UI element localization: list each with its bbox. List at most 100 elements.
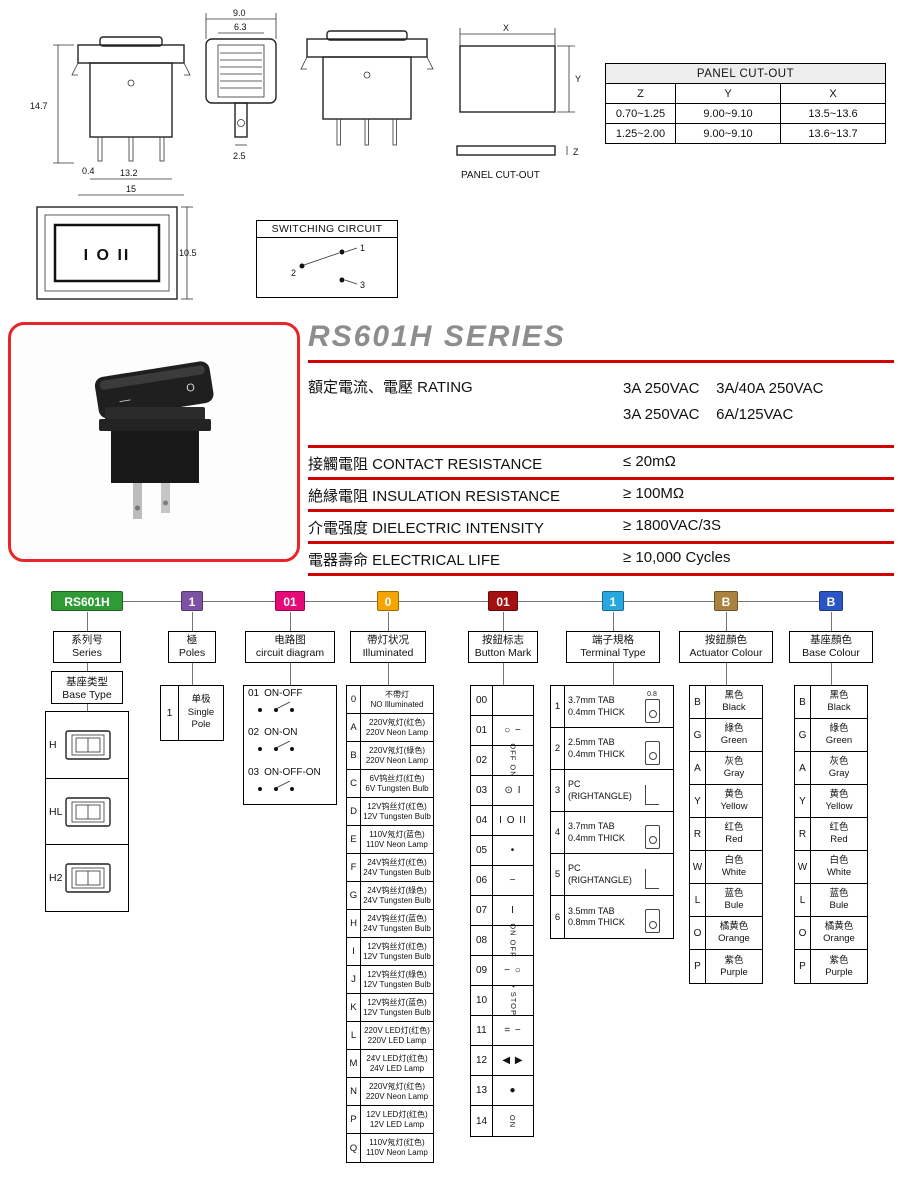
base-colour-en: Red: [830, 834, 848, 845]
code-badge-actuator-colour: B: [714, 591, 738, 611]
illuminated-en: 24V Tungsten Bulb: [363, 923, 431, 933]
spec-label: 介電强度 DIELECTRIC INTENSITY: [308, 519, 544, 537]
connector: [192, 663, 193, 685]
illuminated-table: 0 不帶灯 NO Illuminated A 220V氖灯(红色) 220V N…: [346, 685, 434, 1163]
dim-top-width: 9.0: [233, 8, 246, 18]
button-mark-symbol: ○ −: [504, 725, 522, 736]
dim-cutout-x: X: [503, 23, 509, 33]
rocker-face-svg: I O II 10.5: [36, 206, 197, 300]
terminal-icon: [644, 909, 660, 933]
base-colour-zh: 蓝色: [829, 888, 849, 900]
illuminated-zh: 220V氖灯(红色): [368, 1081, 425, 1091]
column-header-zh: 基座顏色: [810, 633, 852, 646]
button-mark-row: 07 I: [471, 896, 533, 926]
terminal-row: 6 3.5mm TAB 0.8mm THICK: [551, 896, 673, 938]
panel-cutout-table: PANEL CUT-OUT Z Y X 0.70~1.25 9.00~9.10 …: [605, 63, 886, 144]
column-header-en: Base Colour: [802, 647, 860, 659]
illuminated-code: A: [347, 714, 361, 741]
connector: [613, 663, 614, 685]
base-colour-zh: 白色: [829, 855, 849, 867]
illuminated-zh: 110V氖灯(红色): [369, 1138, 425, 1148]
button-mark-symbol: −: [509, 875, 517, 886]
cutout-cell-x: 13.6~13.7: [780, 123, 886, 144]
connector: [726, 612, 727, 631]
terminal-code: 4: [551, 812, 565, 853]
illuminated-zh: 220V氖灯(綠色): [368, 745, 425, 755]
button-mark-symbol: ●: [509, 1085, 517, 1096]
side-view-drawing: [295, 25, 440, 170]
illuminated-row: D 12V钨丝灯(红色) 12V Tungsten Bulb: [347, 798, 433, 826]
illuminated-row: Q 110V氖灯(红色) 110V Neon Lamp: [347, 1134, 433, 1162]
actuator-colour-row: O 橘黄色 Orange: [690, 917, 762, 950]
base-type-header: 基座类型 Base Type: [51, 671, 123, 704]
button-mark-code: 13: [471, 1076, 493, 1105]
base-colour-zh: 黄色: [829, 789, 849, 801]
terminal-icon: [644, 740, 660, 765]
button-mark-code: 04: [471, 806, 493, 835]
column-header-zh: 帶灯状况: [367, 633, 409, 646]
svg-text:O: O: [185, 381, 196, 394]
illuminated-en: 24V Tungsten Bulb: [363, 867, 431, 877]
illuminated-en: NO Illuminated: [370, 699, 424, 709]
base-colour-row: O 橘黄色 Orange: [795, 917, 867, 950]
cutout-table-title: PANEL CUT-OUT: [605, 63, 886, 84]
terminal-type-table: 1 3.7mm TAB 0.4mm THICK 0.8 2 2.5mm TAB …: [550, 685, 674, 939]
column-header-zh: 端子規格: [592, 633, 634, 646]
spec-value: ≥ 100MΩ: [623, 484, 685, 502]
actuator-colour-code: B: [690, 686, 706, 718]
button-mark-symbol: ⊙ I: [504, 785, 522, 796]
circuit-symbol-icon: [258, 701, 294, 712]
illuminated-row: B 220V氖灯(綠色) 220V Neon Lamp: [347, 742, 433, 770]
panel-cutout-svg: X Y Z PANEL CUT-OUT: [456, 23, 581, 181]
switching-circuit-diagram: 1 2 3: [291, 243, 365, 290]
illuminated-zh: 220V氖灯(红色): [368, 717, 425, 727]
actuator-colour-zh: 白色: [724, 855, 744, 867]
base-colour-zh: 綠色: [829, 723, 849, 735]
actuator-colour-zh: 橘黄色: [719, 921, 749, 933]
column-header-zh: 極: [186, 633, 198, 646]
terminal-line1: 3.7mm TAB: [568, 695, 615, 706]
illuminated-en: 12V Tungsten Bulb: [363, 951, 431, 961]
button-mark-symbol: = −: [504, 1025, 522, 1036]
code-badge-series: RS601H: [51, 591, 123, 611]
button-mark-symbol: I: [511, 905, 515, 916]
spec-row: 接觸電阻 CONTACT RESISTANCE ≤ 20mΩ: [308, 448, 894, 480]
spec-value: ≥ 10,000 Cycles: [623, 548, 731, 566]
column-header-en: Series: [72, 647, 102, 659]
actuator-colour-row: R 红色 Red: [690, 818, 762, 851]
actuator-colour-code: Y: [690, 785, 706, 817]
button-mark-row: 12 ◀ ▶: [471, 1046, 533, 1076]
code-badge-terminal: 1: [602, 591, 624, 611]
illuminated-row: F 24V钨丝灯(红色) 24V Tungsten Bulb: [347, 854, 433, 882]
spec-value: ≤ 20mΩ: [623, 452, 676, 470]
base-colour-code: R: [795, 818, 811, 850]
divider-red-line: [308, 360, 894, 363]
button-mark-table: 00 01 ○ − 02 OFF ON 03: [470, 685, 534, 1137]
dim-front-height: 14.7: [30, 101, 48, 111]
button-mark-symbol: •: [510, 845, 516, 856]
product-photo: — O: [94, 360, 214, 519]
page-title: RS601H SERIES: [308, 320, 566, 353]
connector: [726, 663, 727, 685]
base-type-code: H: [49, 738, 57, 751]
button-mark-code: 05: [471, 836, 493, 865]
cutout-cell-y: 9.00~9.10: [675, 103, 781, 124]
connector: [613, 612, 614, 631]
rating-value-line2: 3A 250VAC 6A/125VAC: [623, 406, 794, 424]
actuator-colour-row: G 綠色 Green: [690, 719, 762, 752]
column-header-poles: 極 Poles: [168, 631, 216, 663]
illuminated-row: C 6V钨丝灯(红色) 6V Tungsten Bulb: [347, 770, 433, 798]
product-photo-frame: — O: [8, 322, 300, 562]
connector: [388, 612, 389, 631]
illuminated-row: 0 不帶灯 NO Illuminated: [347, 686, 433, 714]
illuminated-code: C: [347, 770, 361, 797]
button-mark-row: 10 • STOP: [471, 985, 533, 1016]
button-mark-row: 06 −: [471, 866, 533, 896]
illuminated-zh: 12V钨丝灯(蓝色): [367, 997, 427, 1007]
column-header-zh: 按鈕标志: [482, 633, 524, 646]
illuminated-zh: 24V钨丝灯(蓝色): [367, 913, 427, 923]
terminal-line2: 0.4mm THICK: [568, 706, 625, 717]
actuator-colour-zh: 綠色: [724, 723, 744, 735]
illuminated-zh: 24V钨丝灯(红色): [367, 857, 427, 867]
base-colour-code: B: [795, 686, 811, 718]
